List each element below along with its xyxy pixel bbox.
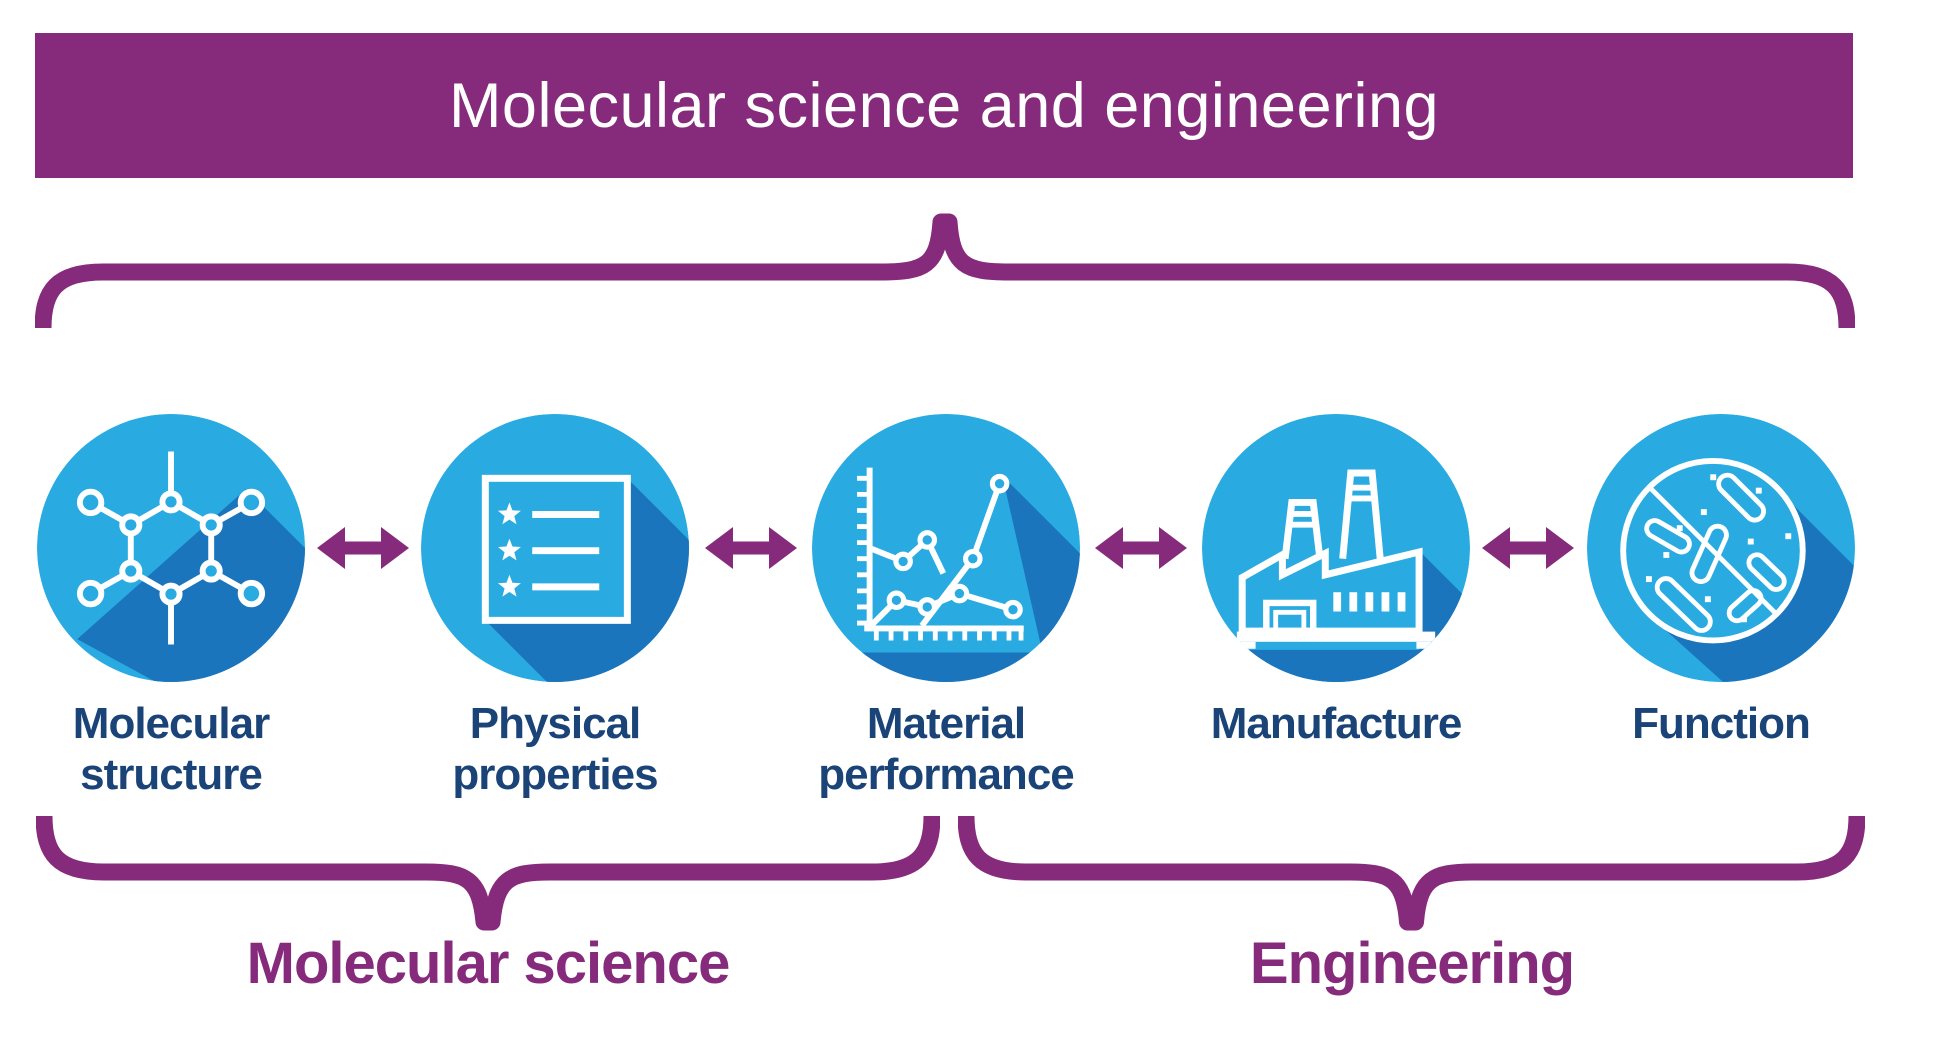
double-arrow-icon [1482,527,1574,569]
group-label-molecular-science: Molecular science [246,931,731,996]
top-brace [35,213,1855,329]
petri-dish-icon [1587,414,1855,682]
checklist-icon [421,414,689,682]
node-label-line: properties [452,750,658,799]
engineering-brace [958,815,1865,931]
double-arrow-icon [705,527,797,569]
node-label-line: Material [866,699,1026,748]
node-label-line: performance [818,750,1075,799]
node-label-function: Function [1561,698,1881,749]
node-label-line: Function [1632,699,1811,748]
node-label-manufacture: Manufacture [1176,698,1496,749]
node-label-line: Molecular [72,699,270,748]
node-label-physical-properties: Physical properties [395,698,715,800]
factory-icon [1202,414,1470,682]
molecule-icon [37,414,305,682]
node-label-line: Manufacture [1210,699,1463,748]
line-chart-icon [812,414,1080,682]
molecular-science-brace [36,815,940,931]
title-bar: Molecular science and engineering [35,33,1853,178]
page-title: Molecular science and engineering [448,70,1440,141]
node-label-molecular-structure: Molecular structure [11,698,331,800]
node-label-line: structure [80,750,263,799]
group-label-engineering: Engineering [1249,931,1575,996]
double-arrow-icon [317,527,409,569]
double-arrow-icon [1095,527,1187,569]
node-label-material-performance: Material performance [786,698,1106,800]
node-label-line: Physical [469,699,642,748]
